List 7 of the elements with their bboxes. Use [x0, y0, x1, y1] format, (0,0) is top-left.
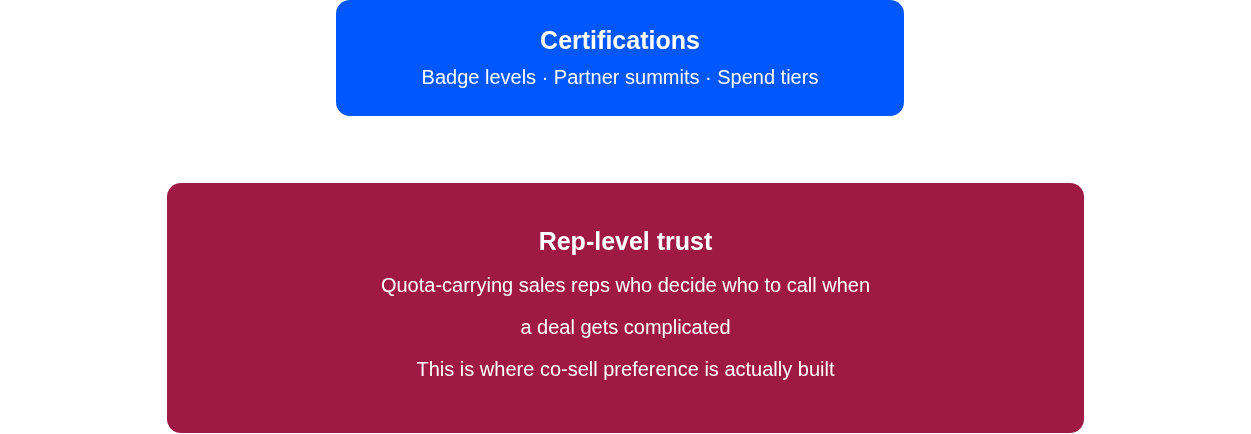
box-description: Quota-carrying sales reps who decide who to call when a deal gets complicated	[379, 272, 872, 340]
content-box	[336, 0, 904, 116]
box-description: Badge levels · Partner summits · Spend tiers	[421, 64, 819, 90]
box-heading: Rep-level trust	[538, 226, 713, 256]
box-heading: Certifications	[540, 25, 700, 55]
box-description: This is where co-sell preference is actually built	[416, 356, 835, 382]
content-box	[167, 183, 1084, 433]
